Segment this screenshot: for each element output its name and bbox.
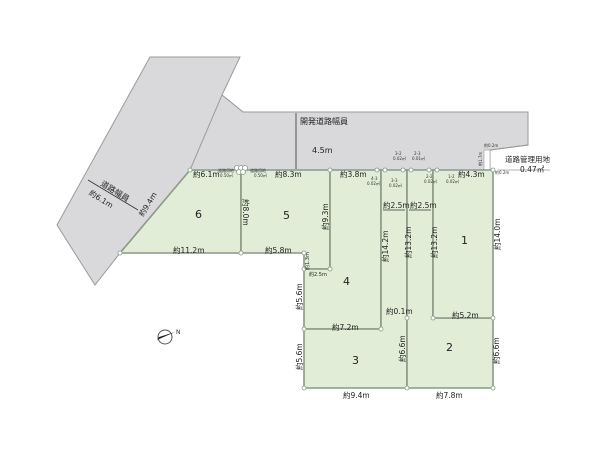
corner-cut-label: 道路用地 <box>250 167 266 173</box>
cut-area: 0.02㎡ <box>393 155 406 161</box>
mgmt-w1: 約0.2m <box>484 142 498 148</box>
svg-text:約13.2m: 約13.2m <box>403 226 413 258</box>
svg-text:約11.2m: 約11.2m <box>173 245 205 255</box>
dimensions: 約6.1m 約8.3m 約3.8m 約4.3m 約11.2m 約5.8m 約2.… <box>136 169 502 400</box>
svg-text:約14.2m: 約14.2m <box>380 230 390 262</box>
svg-text:約0.1m: 約0.1m <box>386 306 413 316</box>
svg-text:約2.5m: 約2.5m <box>410 200 437 210</box>
svg-text:約8.0m: 約8.0m <box>241 199 251 226</box>
corner-cut-label: 道路用地 <box>218 167 234 173</box>
svg-text:約2.5m: 約2.5m <box>383 200 410 210</box>
north-compass-icon: N <box>157 329 181 345</box>
side-road-width-line <box>87 179 139 211</box>
svg-text:約2.5m: 約2.5m <box>309 271 327 278</box>
svg-text:約9.3m: 約9.3m <box>320 203 330 230</box>
cut-area: 0.02㎡ <box>389 182 402 188</box>
svg-text:約6.1m: 約6.1m <box>193 169 220 179</box>
cut-area: 0.02㎡ <box>367 180 380 186</box>
svg-text:N: N <box>176 329 181 336</box>
svg-text:約6.6m: 約6.6m <box>397 335 407 362</box>
svg-text:約5.2m: 約5.2m <box>452 310 479 320</box>
cut-id: 2-3 <box>414 151 421 156</box>
svg-text:約8.3m: 約8.3m <box>275 169 302 179</box>
road-management-land <box>483 149 491 171</box>
mgmt-h: 約1.7m <box>477 152 483 166</box>
svg-text:約3.8m: 約3.8m <box>340 169 367 179</box>
cut-id: 4-3 <box>371 176 378 181</box>
svg-text:約5.8m: 約5.8m <box>265 245 292 255</box>
svg-text:約1.3m: 約1.3m <box>304 252 311 270</box>
svg-text:約13.2m: 約13.2m <box>429 226 439 258</box>
mgmt-w2: 約0.2m <box>495 169 509 175</box>
svg-text:約7.2m: 約7.2m <box>332 322 359 332</box>
lot-number-2: 2 <box>446 341 453 354</box>
road-edge <box>489 144 529 151</box>
mgmt-area: 0.47㎡ <box>520 165 545 174</box>
cut-id: 2-2 <box>426 174 433 179</box>
svg-text:約9.4m: 約9.4m <box>343 390 370 400</box>
cut-id: 3-2 <box>395 151 402 156</box>
boundary-markers <box>117 165 496 391</box>
cut-area: 0.01㎡ <box>412 155 425 161</box>
lot-number-6: 6 <box>195 208 202 221</box>
lot-number-4: 4 <box>343 275 350 288</box>
cut-id: 1-2 <box>448 174 455 179</box>
lot-number-3: 3 <box>352 354 359 367</box>
cut-area: 0.02㎡ <box>424 178 437 184</box>
mgmt-title: 道路管理用地 <box>505 154 550 164</box>
cut-id: 3-3 <box>391 178 398 183</box>
lot-number-5: 5 <box>283 209 290 222</box>
road-title: 開発道路幅員 <box>300 116 348 126</box>
svg-text:約6.6m: 約6.6m <box>491 337 501 364</box>
cut-area: 0.02㎡ <box>446 178 459 184</box>
corner-cut-area: 0.50㎡ <box>254 172 267 178</box>
svg-text:約5.6m: 約5.6m <box>294 343 304 370</box>
lot-number-1: 1 <box>461 234 468 247</box>
svg-text:約4.3m: 約4.3m <box>458 169 485 179</box>
svg-text:約7.8m: 約7.8m <box>436 390 463 400</box>
svg-text:約5.6m: 約5.6m <box>294 283 304 310</box>
road-width: 4.5m <box>312 146 333 155</box>
corner-cut-area: 0.50㎡ <box>220 172 233 178</box>
svg-text:約14.0m: 約14.0m <box>492 218 502 250</box>
